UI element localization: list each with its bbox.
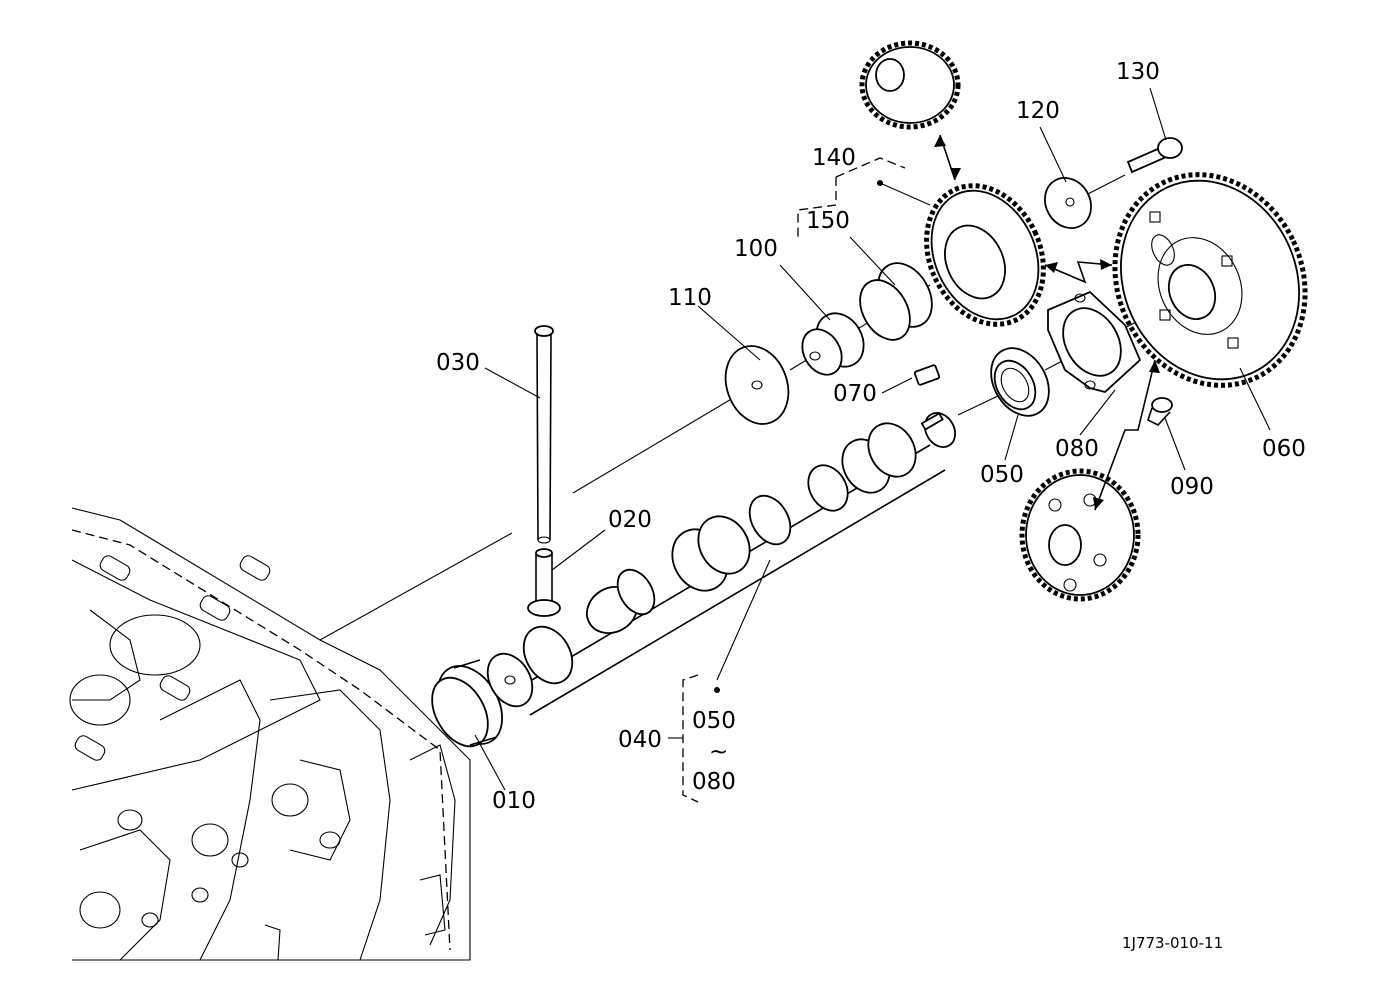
callout-030: 030: [436, 350, 480, 376]
bracket-040: [668, 559, 771, 803]
callout-100: 100: [734, 236, 778, 262]
callout-020: 020: [608, 507, 652, 533]
callout-070: 070: [833, 381, 877, 407]
bushing-010: [431, 659, 503, 748]
callout-120: 120: [1016, 98, 1060, 124]
idle-shaft-100: [801, 312, 865, 376]
bolt-090: [1147, 397, 1173, 426]
lower-mating-gear: [1019, 468, 1141, 602]
figure-reference-code: 1J773-010-11: [1122, 934, 1223, 952]
idle-gear-140: [924, 183, 1046, 327]
callout-010: 010: [492, 788, 536, 814]
callout-110: 110: [668, 285, 712, 311]
cam-gear-060: [1112, 172, 1308, 388]
bolt-130: [1126, 137, 1183, 174]
callout-080: 080: [1055, 436, 1099, 462]
tappet-020: [527, 548, 561, 617]
upper-mating-gear: [859, 40, 961, 130]
push-rod-030: [534, 325, 554, 544]
collar-110: [724, 345, 790, 425]
mesh-arrows: [934, 134, 1160, 511]
camshaft: [486, 412, 956, 716]
callout-040-from: 050: [692, 708, 736, 734]
bracket-140: [797, 157, 931, 240]
callout-labels: 130 120 140 150 100 110 030 070 050 080 …: [436, 59, 1306, 952]
callout-040: 040: [618, 727, 662, 753]
callout-050: 050: [980, 462, 1024, 488]
bearing-plate-080: [1047, 290, 1142, 393]
callout-140: 140: [812, 145, 856, 171]
callout-130: 130: [1116, 59, 1160, 85]
leader-lines: [474, 87, 1271, 791]
bushing-150: [859, 262, 933, 341]
ball-bearing-050: [990, 347, 1050, 417]
key-070: [913, 364, 941, 386]
washer-120: [1044, 177, 1092, 229]
callout-040-to: 080: [692, 769, 736, 795]
engine-block: [69, 507, 471, 961]
callout-040-tilde: ~: [709, 739, 728, 765]
callout-090: 090: [1170, 474, 1214, 500]
callout-060: 060: [1262, 436, 1306, 462]
callout-150: 150: [806, 208, 850, 234]
